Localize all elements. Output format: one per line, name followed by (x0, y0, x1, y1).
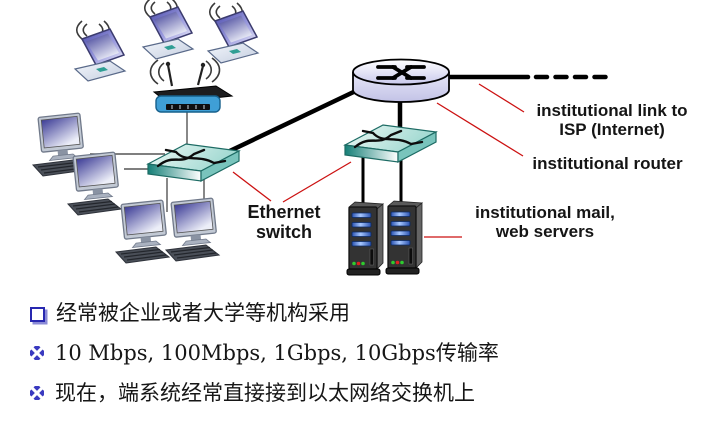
ethernet-switch-label-line1: Ethernet (247, 202, 321, 222)
annotation-lines (232, 83, 525, 238)
laptop-icon (142, 0, 194, 60)
ethernet-switch-label: Ethernet switch (228, 202, 340, 242)
laptop-icon (74, 20, 126, 82)
pointer-isp-link (478, 83, 525, 113)
ethernet-switch-icon (343, 123, 438, 164)
servers-label-line1: institutional mail, (475, 203, 615, 222)
ethernet-switch-icon (146, 142, 241, 183)
pointer-router (436, 102, 524, 157)
desktop-pc-icon (67, 151, 122, 216)
link-switch-router (212, 85, 365, 161)
pointer-ethernet-switch-right (282, 161, 352, 203)
diamond-bullet-icon (30, 346, 44, 360)
bullet-list: 经常被企业或者大学等机构采用 10 Mbps, 100Mbps, 1Gbps, … (30, 300, 700, 420)
router-icon (351, 57, 451, 104)
desktop-pc-icon (165, 197, 220, 262)
wireless-router-icon (149, 56, 234, 114)
isp-link-label: institutional link to ISP (Internet) (512, 101, 712, 139)
ethernet-switch-label-line2: switch (255, 222, 312, 242)
list-item: 现在，端系统经常直接接到以太网络交换机上 (30, 380, 700, 406)
list-item: 经常被企业或者大学等机构采用 (30, 300, 700, 326)
router-label: institutional router (500, 154, 715, 173)
square-bullet-icon (30, 307, 45, 322)
network-diagram: institutional link to ISP (Internet) ins… (32, 0, 715, 276)
bullet-text: 现在，端系统经常直接接到以太网络交换机上 (55, 381, 475, 405)
servers-label-line2: web servers (495, 222, 595, 241)
isp-link-label-line2: ISP (Internet) (559, 120, 665, 139)
server-icon (385, 200, 423, 275)
network-diagram-canvas (32, 0, 617, 276)
server-icon (346, 201, 384, 276)
bullet-text: 经常被企业或者大学等机构采用 (56, 301, 350, 325)
laptop-icon (207, 2, 259, 64)
backbone-links (212, 74, 617, 161)
desktop-pc-icon (115, 199, 170, 264)
list-item: 10 Mbps, 100Mbps, 1Gbps, 10Gbps传输率 (30, 340, 700, 366)
isp-link-label-line1: institutional link to (536, 101, 688, 120)
diamond-bullet-icon (30, 386, 44, 400)
router-label-text: institutional router (532, 154, 683, 173)
bullet-text: 10 Mbps, 100Mbps, 1Gbps, 10Gbps传输率 (55, 341, 499, 365)
servers-label: institutional mail, web servers (445, 203, 645, 241)
pointer-ethernet-switch-left (232, 171, 272, 202)
